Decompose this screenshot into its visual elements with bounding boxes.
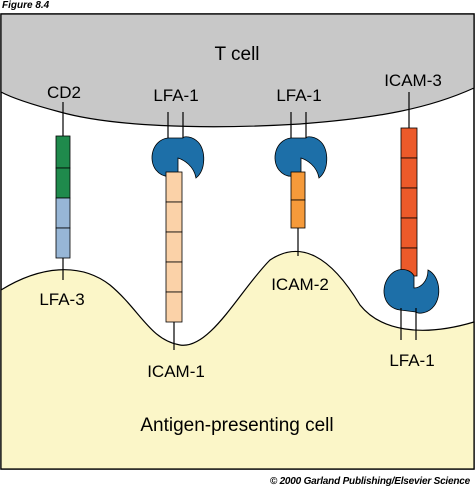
lfa3-domain-2 <box>55 227 71 259</box>
cd2-lfa3-pair: CD2 LFA-3 <box>39 83 84 309</box>
icam1-domain-4 <box>165 261 183 293</box>
icam2-domain-1 <box>290 171 306 201</box>
icam3-domain-3 <box>400 187 418 219</box>
icam1-domain-1 <box>165 171 183 203</box>
adhesion-molecules-diagram: T cell Antigen-presenting cell CD2 LFA-3… <box>0 13 475 470</box>
figure-label: Figure 8.4 <box>2 0 50 11</box>
apc-membrane <box>0 250 475 470</box>
icam3-domain-2 <box>400 157 418 189</box>
cd2-domain-2 <box>55 167 71 199</box>
icam3-domain-1 <box>400 127 418 159</box>
icam3-lfa1-pair: ICAM-3 LFA-1 <box>383 71 442 370</box>
lfa1-a-head <box>151 136 205 179</box>
cd2-domain-1 <box>55 135 71 169</box>
icam2-label: ICAM-2 <box>271 275 329 294</box>
cd2-label: CD2 <box>47 83 81 102</box>
lfa1-c-head <box>383 269 440 314</box>
icam1-domain-5 <box>165 291 183 323</box>
icam1-domain-2 <box>165 201 183 233</box>
icam1-label: ICAM-1 <box>147 362 205 381</box>
lfa1-b-label: LFA-1 <box>276 86 321 105</box>
lfa1-a-label: LFA-1 <box>153 86 198 105</box>
lfa1-icam1-pair: LFA-1 ICAM-1 <box>147 86 205 381</box>
lfa1-icam2-pair: LFA-1 ICAM-2 <box>271 86 329 294</box>
lfa1-b-head <box>274 136 328 179</box>
icam1-domain-3 <box>165 231 183 263</box>
icam3-label: ICAM-3 <box>384 71 442 90</box>
apc-label: Antigen-presenting cell <box>140 415 333 436</box>
lfa3-domain-1 <box>55 197 71 229</box>
icam2-domain-2 <box>290 199 306 229</box>
t-cell-label: T cell <box>214 44 259 65</box>
copyright-notice: © 2000 Garland Publishing/Elsevier Scien… <box>269 476 470 487</box>
icam3-domain-4 <box>400 217 418 249</box>
t-cell-membrane <box>0 13 475 128</box>
lfa3-label: LFA-3 <box>39 290 84 309</box>
lfa1-c-label: LFA-1 <box>389 351 434 370</box>
